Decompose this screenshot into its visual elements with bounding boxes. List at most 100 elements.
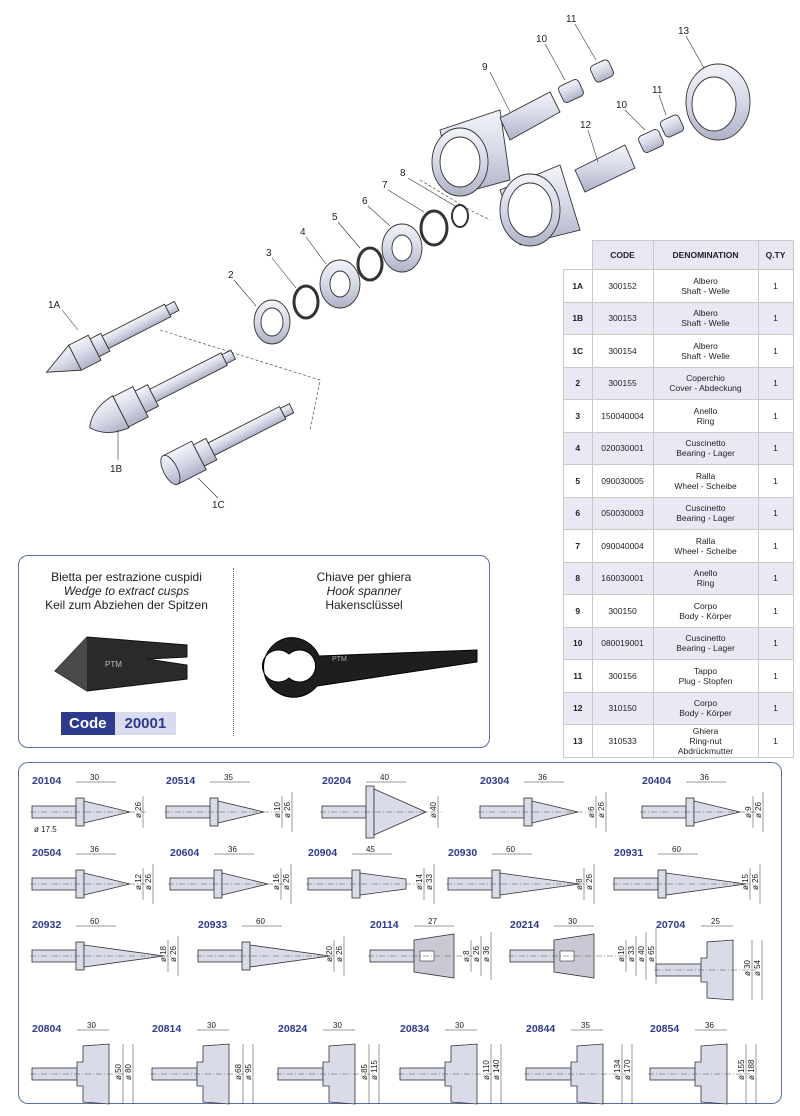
cusp-code: 20304 — [480, 775, 509, 787]
code-badge: Code 20001 — [61, 712, 177, 735]
label-7: 7 — [382, 180, 388, 191]
cusp-code: 20504 — [32, 847, 61, 859]
label-1b: 1B — [110, 464, 123, 475]
denomination-line3: Abdrückmutter — [677, 745, 734, 756]
denomination-line2: Cover - Abdeckung — [669, 383, 742, 394]
cusp-diameter: ø 36 — [482, 945, 491, 962]
wedge-image: PTM — [54, 636, 188, 692]
denomination-line1: Albero — [693, 308, 718, 319]
cusp-diameter: ø 188 — [747, 1059, 756, 1080]
cusp-length: 30 — [207, 1021, 216, 1030]
label-5: 5 — [332, 212, 338, 223]
cusp-length: 36 — [538, 773, 547, 782]
row-qty: 1 — [757, 334, 794, 368]
cusp-diameter: ø 33 — [425, 873, 434, 890]
cusp-diameter: ø 33 — [627, 945, 636, 962]
cusp-length: 40 — [380, 773, 389, 782]
row-code: 300155 — [591, 366, 654, 400]
denomination-line2: Shaft - Welle — [681, 285, 730, 296]
label-9: 9 — [482, 62, 488, 73]
cusp-length: 30 — [568, 917, 577, 926]
label-10a: 10 — [536, 34, 548, 45]
cusp-diameter: ø 30 — [743, 959, 752, 976]
wedge-brand: PTM — [105, 660, 122, 669]
cusp-code: 20931 — [614, 847, 643, 859]
row-code: 300153 — [591, 301, 654, 335]
cusp-diameter: ø 85 — [360, 1063, 369, 1080]
wedge-caption: Bietta per estrazione cuspidi Wedge to e… — [19, 570, 234, 612]
body-12 — [499, 144, 636, 247]
cusp-diameter: ø 10 — [617, 945, 626, 962]
cusp-length: 36 — [705, 1021, 714, 1030]
row-code: 300154 — [591, 334, 654, 368]
tools-box: Bietta per estrazione cuspidi Wedge to e… — [18, 555, 490, 748]
cusp-code: 20604 — [170, 847, 199, 859]
label-13: 13 — [678, 26, 690, 37]
row-id: 4 — [563, 431, 593, 465]
row-id: 10 — [563, 626, 593, 660]
row-id: 1C — [563, 334, 593, 368]
cusp-length: 30 — [87, 1021, 96, 1030]
cusp-diameter: ø 12 — [134, 873, 143, 890]
row-qty: 1 — [757, 659, 794, 693]
row-qty: 1 — [757, 431, 794, 465]
denomination-line2: Wheel - Scheibe — [674, 545, 737, 556]
cusp-length: 35 — [581, 1021, 590, 1030]
row-qty: 1 — [757, 301, 794, 335]
header-blank — [563, 240, 593, 270]
cusp-code: 20930 — [448, 847, 477, 859]
row-qty: 1 — [757, 529, 794, 563]
denomination-line2: Bearing - Lager — [676, 448, 735, 459]
cusp-code: 20204 — [322, 775, 351, 787]
cusp-length: 25 — [711, 917, 720, 926]
cusp-diameter: ø 16 — [272, 873, 281, 890]
denomination-line2: Plug - Stopfen — [678, 675, 733, 686]
cusp-diameter: ø 68 — [234, 1063, 243, 1080]
shaft-1b — [89, 349, 237, 434]
cusp-diameter: ø 65 — [647, 945, 656, 962]
label-6: 6 — [362, 196, 368, 207]
denomination-line1: Albero — [693, 275, 718, 286]
denomination-line2: Ring — [696, 578, 715, 589]
cusp-diameter: ø 140 — [492, 1059, 501, 1080]
cusp-diameter: ø 134 — [613, 1059, 622, 1080]
label-11a: 11 — [566, 14, 577, 25]
ringnut-13 — [685, 63, 751, 141]
plug-11a — [589, 59, 615, 83]
cusp-length: 60 — [672, 845, 681, 854]
row-id: 7 — [563, 529, 593, 563]
table-header-row: CODE DENOMINATION Q.TY — [563, 240, 794, 270]
cusp-length: 30 — [333, 1021, 342, 1030]
cusp-diameter: ø 54 — [753, 959, 762, 976]
denomination-line2: Bearing - Lager — [676, 643, 735, 654]
row-id: 12 — [563, 691, 593, 725]
row-code: 080019001 — [591, 626, 654, 660]
label-10b: 10 — [616, 100, 628, 111]
cusp-code: 20844 — [526, 1023, 555, 1035]
cusp-diameter: ø 26 — [585, 873, 594, 890]
denomination-line1: Coperchio — [686, 373, 725, 384]
cusp-code: 20933 — [198, 919, 227, 931]
spanner-brand: PTM — [332, 656, 347, 663]
denomination-line1: Corpo — [693, 600, 718, 611]
